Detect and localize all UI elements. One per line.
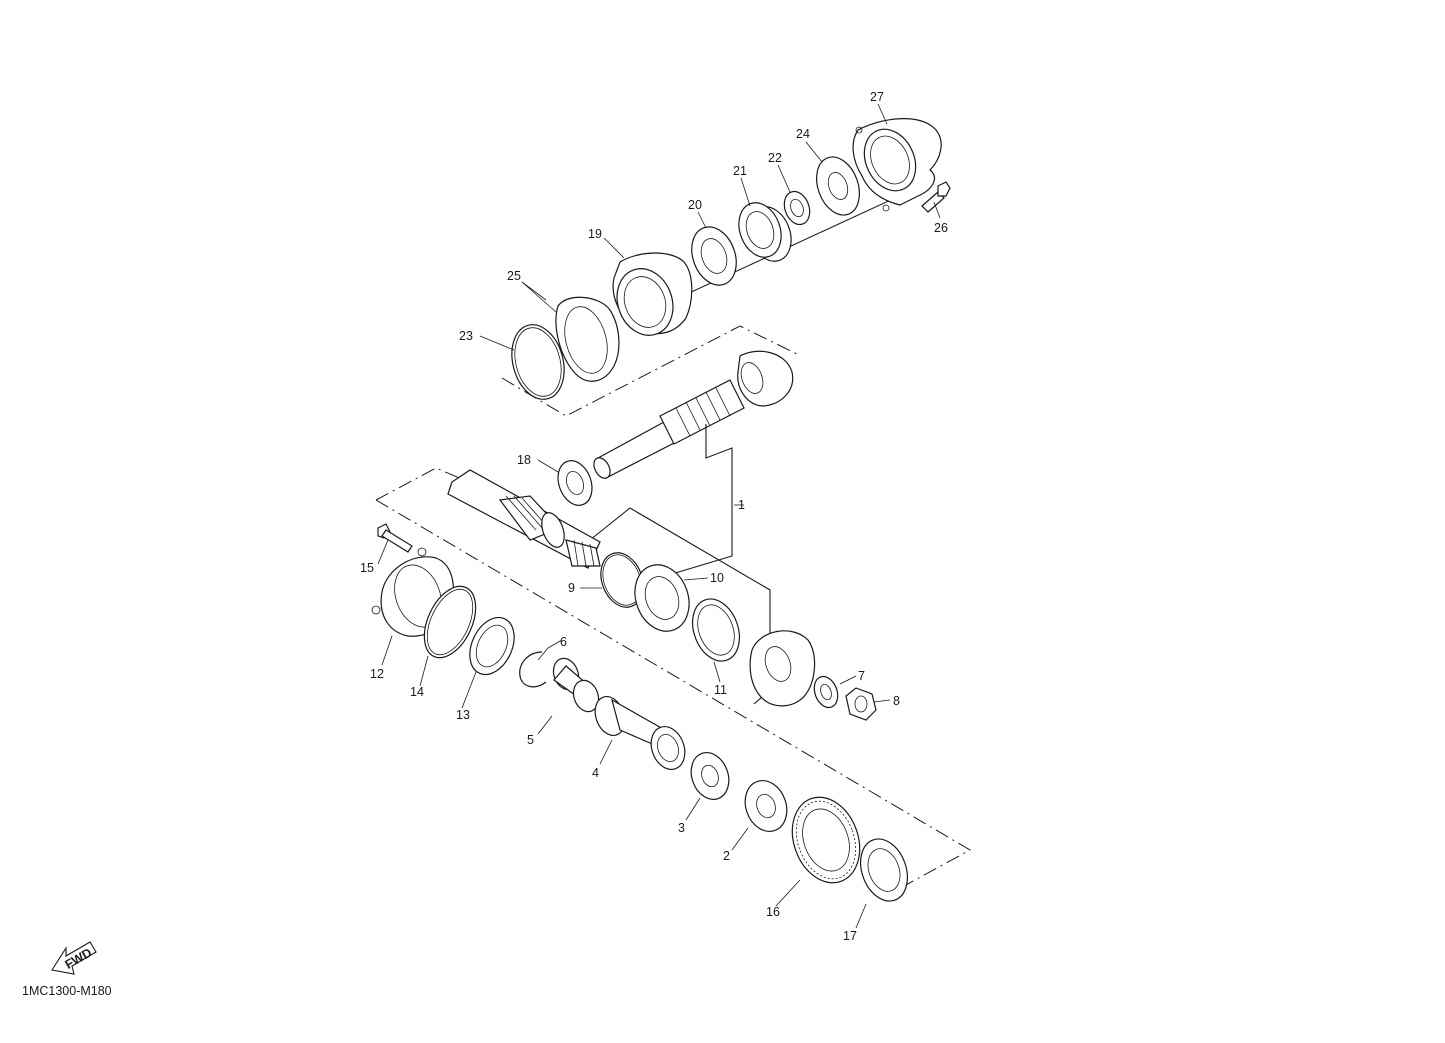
part-1-leader-bracket <box>611 424 733 593</box>
part-11-bearing-race <box>692 598 740 662</box>
part-17-bearing <box>860 838 908 902</box>
callout-21: 21 <box>733 164 747 178</box>
callout-13: 13 <box>456 708 470 722</box>
lower-group-boundary <box>375 467 972 887</box>
callout-27: 27 <box>870 90 884 104</box>
part-14-o-ring <box>423 585 477 659</box>
part-25-gasket <box>555 296 620 382</box>
callout-labels: 27 24 22 21 20 19 26 25 23 18 1 15 9 10 … <box>360 90 948 943</box>
part-21-bearing <box>738 202 792 262</box>
callout-11: 11 <box>714 683 727 697</box>
callout-10: 10 <box>710 571 724 585</box>
part-6-circlip <box>519 651 547 688</box>
callout-5: 5 <box>527 733 534 747</box>
part-bevel-gear <box>749 630 816 707</box>
callout-16: 16 <box>766 905 780 919</box>
callout-9: 9 <box>568 581 575 595</box>
callout-22: 22 <box>768 151 782 165</box>
callout-8: 8 <box>893 694 900 708</box>
leader-lines <box>377 103 941 929</box>
callout-17: 17 <box>843 929 857 943</box>
callout-24: 24 <box>796 127 810 141</box>
part-13-seal <box>469 616 515 676</box>
part-9-o-ring <box>600 552 644 608</box>
part-5-sleeve <box>552 657 600 713</box>
fwd-arrow-icon: FWD <box>51 941 97 975</box>
part-23-o-ring <box>511 324 565 400</box>
part-18-bearing <box>557 460 593 506</box>
part-10-bearing <box>634 564 690 632</box>
callout-3: 3 <box>678 821 685 835</box>
callout-4: 4 <box>592 766 599 780</box>
callout-20: 20 <box>688 198 702 212</box>
callout-23: 23 <box>459 329 473 343</box>
callout-7: 7 <box>858 669 865 683</box>
callout-14: 14 <box>410 685 424 699</box>
part-27-housing <box>852 118 942 212</box>
part-7-washer <box>813 675 839 709</box>
part-22-collar <box>783 190 811 226</box>
callout-15: 15 <box>360 561 374 575</box>
part-8-nut <box>845 687 877 721</box>
callout-2: 2 <box>723 849 730 863</box>
callout-25: 25 <box>507 269 521 283</box>
part-16-ring-gear <box>791 796 861 884</box>
part-1-shaft-assembly <box>593 350 794 479</box>
callout-18: 18 <box>517 453 531 467</box>
part-4-spring-assembly <box>594 696 686 770</box>
callout-12: 12 <box>370 667 384 681</box>
part-26-bolt <box>921 181 951 213</box>
part-24-seal <box>815 156 861 216</box>
part-output-shaft <box>447 469 601 569</box>
part-19-bearing-housing <box>612 252 693 336</box>
part-3-cam <box>690 752 730 800</box>
part-2-cam-follower <box>744 780 788 832</box>
callout-26: 26 <box>934 221 948 235</box>
part-20-bearing <box>691 226 737 286</box>
callout-19: 19 <box>588 227 602 241</box>
callout-6: 6 <box>560 635 567 649</box>
callout-1: 1 <box>738 498 745 512</box>
diagram-code: 1MC1300-M180 <box>22 984 112 998</box>
part-15-bolt <box>377 523 413 553</box>
